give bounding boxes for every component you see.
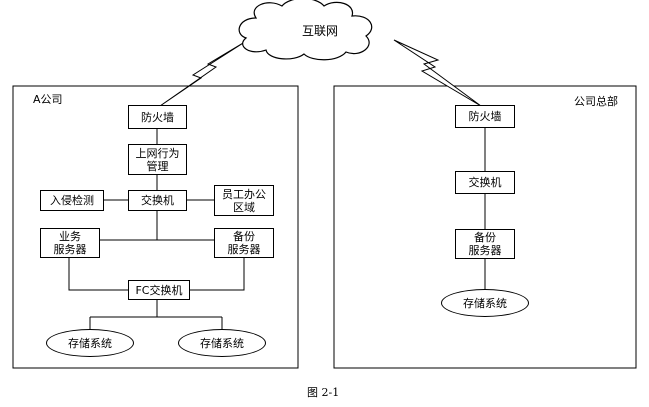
internet-cloud-label: 互联网 <box>302 24 339 38</box>
hq-storage-node: 存储系统 <box>441 289 529 317</box>
branch-firewall-node: 防火墙 <box>128 105 187 129</box>
hq-region-label: 公司总部 <box>574 95 618 108</box>
branch-backup-server-node: 备份 服务器 <box>214 228 274 258</box>
branch-business-server-node: 业务 服务器 <box>40 228 100 258</box>
branch-region-frame <box>12 85 299 369</box>
link-backup-fc <box>190 258 245 291</box>
hq-backup-server-node: 备份 服务器 <box>455 229 515 259</box>
branch-intrusion-node: 入侵检测 <box>40 190 104 211</box>
branch-region-label: A公司 <box>33 93 63 106</box>
internet-cloud-icon <box>238 0 373 61</box>
branch-switch-node: 交换机 <box>128 190 187 211</box>
figure-caption: 图 2-1 <box>307 386 340 399</box>
branch-storage-right-node: 存储系统 <box>178 329 266 357</box>
hq-firewall-node: 防火墙 <box>455 105 515 128</box>
hq-switch-node: 交换机 <box>455 171 515 194</box>
hq-region-frame <box>333 85 637 369</box>
branch-storage-left-node: 存储系统 <box>46 329 134 357</box>
link-business-fc <box>68 258 128 291</box>
branch-behavior-mgmt-node: 上网行为 管理 <box>128 144 187 175</box>
branch-office-node: 员工办公 区域 <box>214 185 274 216</box>
wan-lightning-branch-icon <box>159 39 249 107</box>
branch-fc-switch-node: FC交换机 <box>128 280 190 300</box>
branch-connectors <box>68 129 245 329</box>
wan-lightning-hq-icon <box>393 39 482 107</box>
